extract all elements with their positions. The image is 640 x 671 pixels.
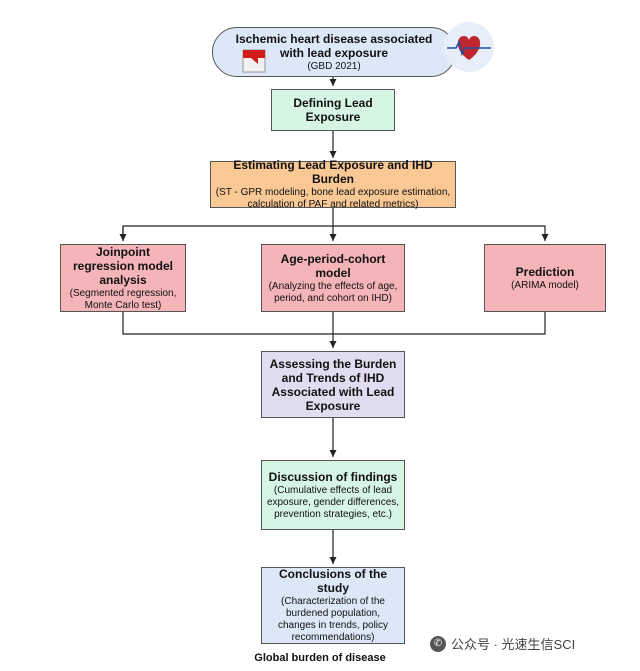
conclusion-title: Conclusions of the study xyxy=(279,567,387,595)
top-title: Ischemic heart disease associated with l… xyxy=(235,31,433,60)
discussion-title: Discussion of findings xyxy=(268,469,398,484)
discussion-subtitle: (Cumulative effects of lead exposure, ge… xyxy=(266,484,400,520)
assess-title: Assessing the Burden and Trends of IHD A… xyxy=(269,356,397,413)
prediction-subtitle: (ARIMA model) xyxy=(511,279,579,291)
joinpoint-subtitle: (Segmented regression, Monte Carlo test) xyxy=(69,287,177,311)
prediction-box: Prediction (ARIMA model) xyxy=(484,244,606,312)
watermark: ✆ 公众号 · 光速生信SCI xyxy=(430,634,575,653)
wechat-icon: ✆ xyxy=(430,635,446,652)
heart-ecg-icon xyxy=(444,22,494,72)
estimate-subtitle: (ST - GPR modeling, bone lead exposure e… xyxy=(215,187,451,210)
footer-caption: Global burden of disease xyxy=(254,652,386,664)
watermark-text: 公众号 · 光速生信SCI xyxy=(451,637,576,652)
paint-bucket-icon xyxy=(238,44,270,74)
prediction-title: Prediction xyxy=(515,264,575,279)
apc-subtitle: (Analyzing the effects of age, period, a… xyxy=(268,280,398,304)
define-title: Defining Lead Exposure xyxy=(293,96,373,124)
apc-box: Age-period-cohort model (Analyzing the e… xyxy=(261,244,405,312)
estimate-title: Estimating Lead Exposure and IHD Burden xyxy=(233,158,433,186)
assess-box: Assessing the Burden and Trends of IHD A… xyxy=(261,351,405,418)
split-line xyxy=(122,225,549,241)
top-title-box: Ischemic heart disease associated with l… xyxy=(212,27,456,77)
apc-title: Age-period-cohort model xyxy=(280,251,386,280)
merge-line xyxy=(122,312,546,335)
conclusion-subtitle: (Characterization of the burdened popula… xyxy=(277,596,389,643)
conclusion-box: Conclusions of the study (Characterizati… xyxy=(261,567,405,644)
define-box: Defining Lead Exposure xyxy=(271,89,395,131)
discussion-box: Discussion of findings (Cumulative effec… xyxy=(261,460,405,530)
estimate-box: Estimating Lead Exposure and IHD Burden … xyxy=(210,158,456,210)
top-subtitle: (GBD 2021) xyxy=(307,60,361,72)
joinpoint-box: Joinpoint regression model analysis (Seg… xyxy=(60,244,186,312)
joinpoint-title: Joinpoint regression model analysis xyxy=(72,244,174,287)
